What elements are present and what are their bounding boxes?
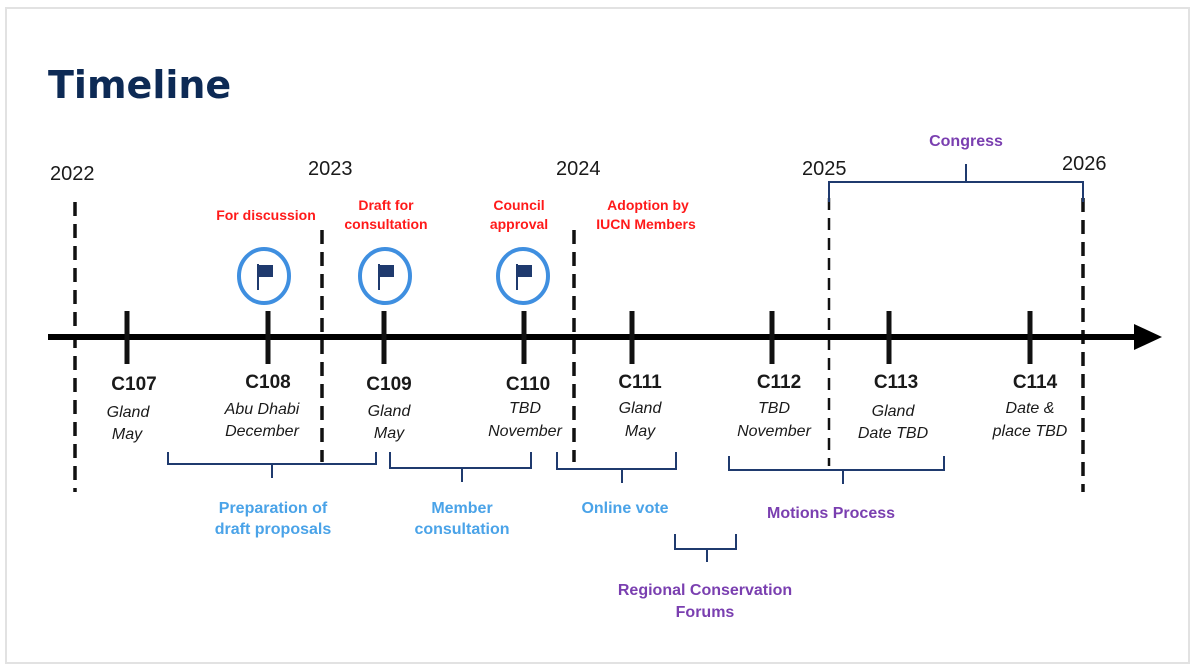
bracket-congress — [828, 164, 1084, 202]
meeting-c114-code: C114 — [1013, 372, 1058, 393]
milestone-for-discussion: For discussion — [216, 207, 316, 223]
slide-border — [5, 7, 1190, 664]
phase-preparation-line2: draft proposals — [215, 521, 332, 538]
flag-icon — [496, 247, 550, 305]
bracket-member-consultation — [389, 452, 532, 482]
phase-member-consultation-line2: consultation — [414, 521, 509, 538]
phase-regional-forums-line2: Forums — [676, 604, 735, 621]
timeline-arrowhead — [1134, 324, 1162, 350]
meeting-c111-place: Gland — [619, 400, 663, 417]
year-2024: 2024 — [556, 158, 601, 180]
meeting-c108-place: Abu Dhabi — [224, 401, 300, 418]
phase-regional-forums-line1: Regional Conservation — [618, 582, 792, 599]
meeting-c109-date: May — [374, 425, 405, 442]
meeting-c108-code: C108 — [245, 372, 290, 393]
meeting-c111-date: May — [625, 423, 656, 440]
phase-preparation-line1: Preparation of — [219, 500, 328, 517]
meeting-c107-place: Gland — [107, 404, 151, 421]
meeting-c109-place: Gland — [368, 403, 412, 420]
page-title: Timeline — [48, 63, 231, 107]
meeting-c112-date: November — [737, 423, 811, 440]
meeting-c110-date: November — [488, 423, 562, 440]
milestone-adoption-line2: IUCN Members — [596, 216, 696, 232]
milestone-council-line1: Council — [493, 197, 544, 213]
meeting-c108-date: December — [225, 423, 299, 440]
meeting-c113-code: C113 — [874, 372, 918, 393]
year-2022: 2022 — [50, 163, 95, 185]
meeting-c113-place: Gland — [872, 403, 916, 420]
meeting-c112-place: TBD — [758, 400, 790, 417]
phase-congress: Congress — [929, 133, 1003, 150]
bracket-preparation — [167, 452, 377, 478]
meeting-c107-date: May — [112, 426, 143, 443]
phase-motions-process: Motions Process — [767, 505, 895, 522]
flag-icon — [358, 247, 412, 305]
year-2023: 2023 — [308, 158, 353, 180]
bracket-motions-process — [728, 456, 945, 484]
year-2026: 2026 — [1062, 153, 1107, 175]
year-2025: 2025 — [802, 158, 847, 180]
meeting-c111-code: C111 — [618, 372, 662, 393]
bracket-online-vote — [556, 452, 677, 483]
milestone-adoption-line1: Adoption by — [607, 197, 689, 213]
meeting-c109-code: C109 — [366, 374, 411, 395]
meeting-c114-date: place TBD — [992, 423, 1068, 440]
meeting-c110-code: C110 — [506, 374, 550, 395]
meeting-c112-code: C112 — [757, 372, 801, 393]
milestone-council-line2: approval — [490, 216, 548, 232]
meeting-c114-place: Date & — [1006, 400, 1055, 417]
meeting-c107-code: C107 — [111, 374, 156, 395]
meeting-c110-place: TBD — [509, 400, 541, 417]
milestone-draft-line1: Draft for — [358, 197, 414, 213]
milestone-draft-line2: consultation — [344, 216, 427, 232]
phase-member-consultation-line1: Member — [431, 500, 492, 517]
flag-icon — [237, 247, 291, 305]
phase-online-vote: Online vote — [581, 500, 668, 517]
bracket-regional-forums — [674, 534, 737, 562]
meeting-c113-date: Date TBD — [858, 425, 929, 442]
